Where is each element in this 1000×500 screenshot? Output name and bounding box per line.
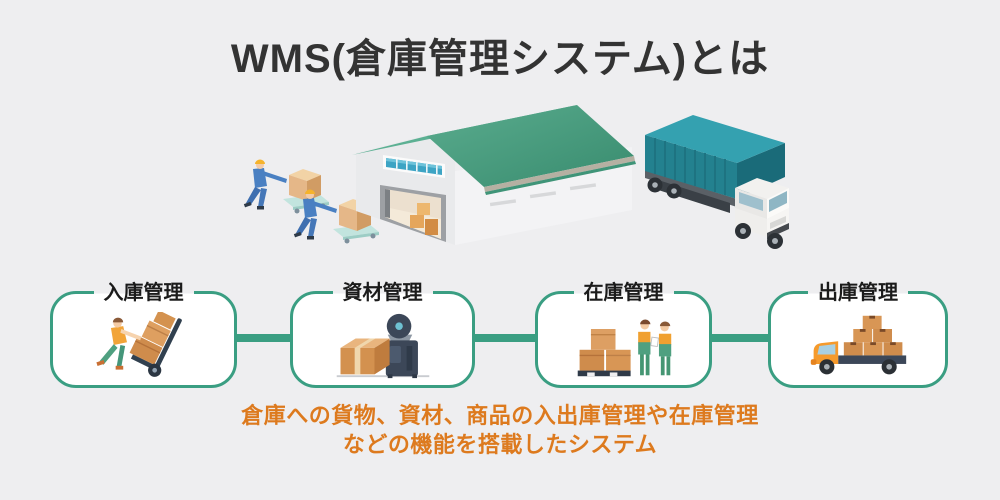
caption-line-1: 倉庫への貨物、資材、商品の入出庫管理や在庫管理 xyxy=(241,403,759,428)
step-label: 資材管理 xyxy=(332,280,433,307)
packing-machine-icon xyxy=(336,313,429,379)
page-title: WMS(倉庫管理システム)とは xyxy=(230,37,770,81)
step-label: 入庫管理 xyxy=(93,280,194,307)
flow-step-inbound: 入庫管理 xyxy=(50,280,237,388)
flow-step-outbound: 出庫管理 xyxy=(768,280,948,388)
step-label: 在庫管理 xyxy=(573,280,674,307)
caption: 倉庫への貨物、資材、商品の入出庫管理や在庫管理 などの機能を搭載したシステム xyxy=(0,401,1000,459)
flow-step-materials: 資材管理 xyxy=(290,280,475,388)
warehouse-icon xyxy=(352,105,636,245)
caption-line-2: などの機能を搭載したシステム xyxy=(342,432,658,457)
hand-truck-worker-icon xyxy=(95,312,182,377)
delivery-truck-icon xyxy=(810,315,907,375)
flow-connector xyxy=(235,334,292,342)
step-label: 出庫管理 xyxy=(808,280,908,307)
container-truck-icon xyxy=(645,115,789,249)
inventory-check-icon xyxy=(577,319,671,377)
flow-connector xyxy=(710,334,770,342)
flow-connector xyxy=(473,334,537,342)
flow-step-inventory: 在庫管理 xyxy=(535,280,712,388)
hero-illustration xyxy=(243,105,789,249)
